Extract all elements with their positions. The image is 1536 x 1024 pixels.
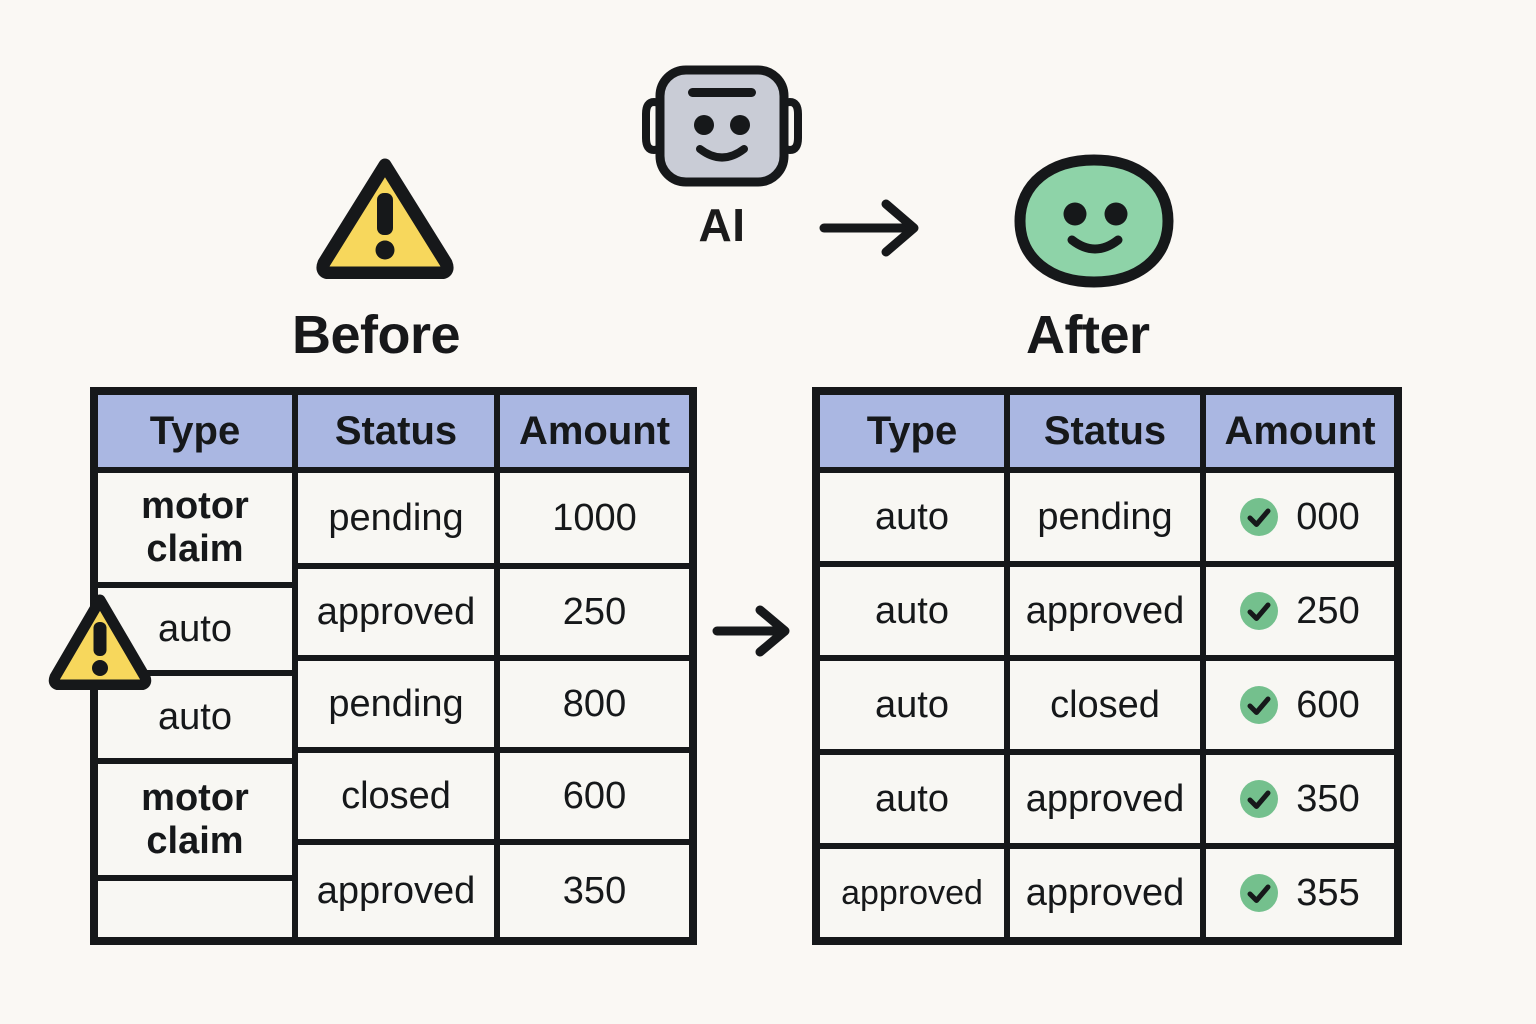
- table-cell-amount: 250: [1203, 564, 1397, 658]
- column-header-status: Status: [295, 392, 497, 470]
- table-cell-status: closed: [1007, 658, 1203, 752]
- amount-value: 350: [1296, 777, 1360, 820]
- after-table: Type Status Amount auto pending 000 auto…: [812, 387, 1402, 945]
- column-header-type: Type: [817, 392, 1007, 470]
- table-cell-amount: 800: [497, 658, 692, 750]
- table-cell-amount: 250: [497, 566, 692, 658]
- table-cell-status: pending: [1007, 470, 1203, 564]
- column-header-amount: Amount: [1203, 392, 1397, 470]
- table-cell-amount: 600: [1203, 658, 1397, 752]
- type-text-line: claim: [146, 527, 244, 570]
- ai-robot-face-icon: [636, 62, 808, 194]
- table-cell-type: auto: [817, 470, 1007, 564]
- warning-triangle-icon: [316, 155, 454, 280]
- table-cell-amount: 355: [1203, 846, 1397, 940]
- arrow-right-icon: [712, 600, 796, 662]
- check-circle-icon: [1240, 592, 1279, 630]
- amount-value: 250: [1296, 589, 1360, 632]
- arrow-right-icon: [818, 196, 926, 260]
- table-cell-amount: 600: [497, 750, 692, 842]
- table-cell-type: motor claim: [95, 470, 295, 585]
- check-circle-icon: [1240, 686, 1279, 724]
- table-cell-status: approved: [1007, 846, 1203, 940]
- check-circle-icon: [1240, 498, 1279, 536]
- table-cell-amount: 350: [497, 842, 692, 940]
- table-cell-status: approved: [295, 566, 497, 658]
- table-cell-type: motor claim: [95, 761, 295, 878]
- table-cell-status: approved: [1007, 752, 1203, 846]
- table-cell-amount: 350: [1203, 752, 1397, 846]
- table-cell-type: auto: [817, 752, 1007, 846]
- column-header-amount: Amount: [497, 392, 692, 470]
- amount-value: 000: [1296, 495, 1360, 538]
- table-cell-type: auto: [817, 564, 1007, 658]
- green-smiley-face-icon: [1012, 152, 1176, 290]
- column-header-status: Status: [1007, 392, 1203, 470]
- table-cell-status: approved: [295, 842, 497, 940]
- column-header-type: Type: [95, 392, 295, 470]
- type-text-line: claim: [146, 819, 244, 862]
- before-table: Type Status Amount motor claim auto auto…: [90, 387, 697, 945]
- type-text-line: motor: [141, 484, 249, 527]
- amount-value: 355: [1296, 871, 1360, 914]
- ai-label: AI: [698, 199, 746, 251]
- table-cell-type-empty: [95, 878, 295, 940]
- table-cell-amount: 000: [1203, 470, 1397, 564]
- check-circle-icon: [1240, 874, 1279, 912]
- page-title-before: Before: [292, 305, 461, 365]
- type-text-line: motor: [141, 776, 249, 819]
- table-cell-status: approved: [1007, 564, 1203, 658]
- table-cell-status: pending: [295, 470, 497, 566]
- table-cell-type: auto: [817, 658, 1007, 752]
- amount-value: 600: [1296, 683, 1360, 726]
- check-circle-icon: [1240, 780, 1279, 818]
- table-cell-status: pending: [295, 658, 497, 750]
- table-cell-status: closed: [295, 750, 497, 842]
- table-cell-type: approved: [817, 846, 1007, 940]
- warning-triangle-icon: [48, 592, 152, 691]
- table-cell-amount: 1000: [497, 470, 692, 566]
- page-title-after: After: [1026, 305, 1150, 365]
